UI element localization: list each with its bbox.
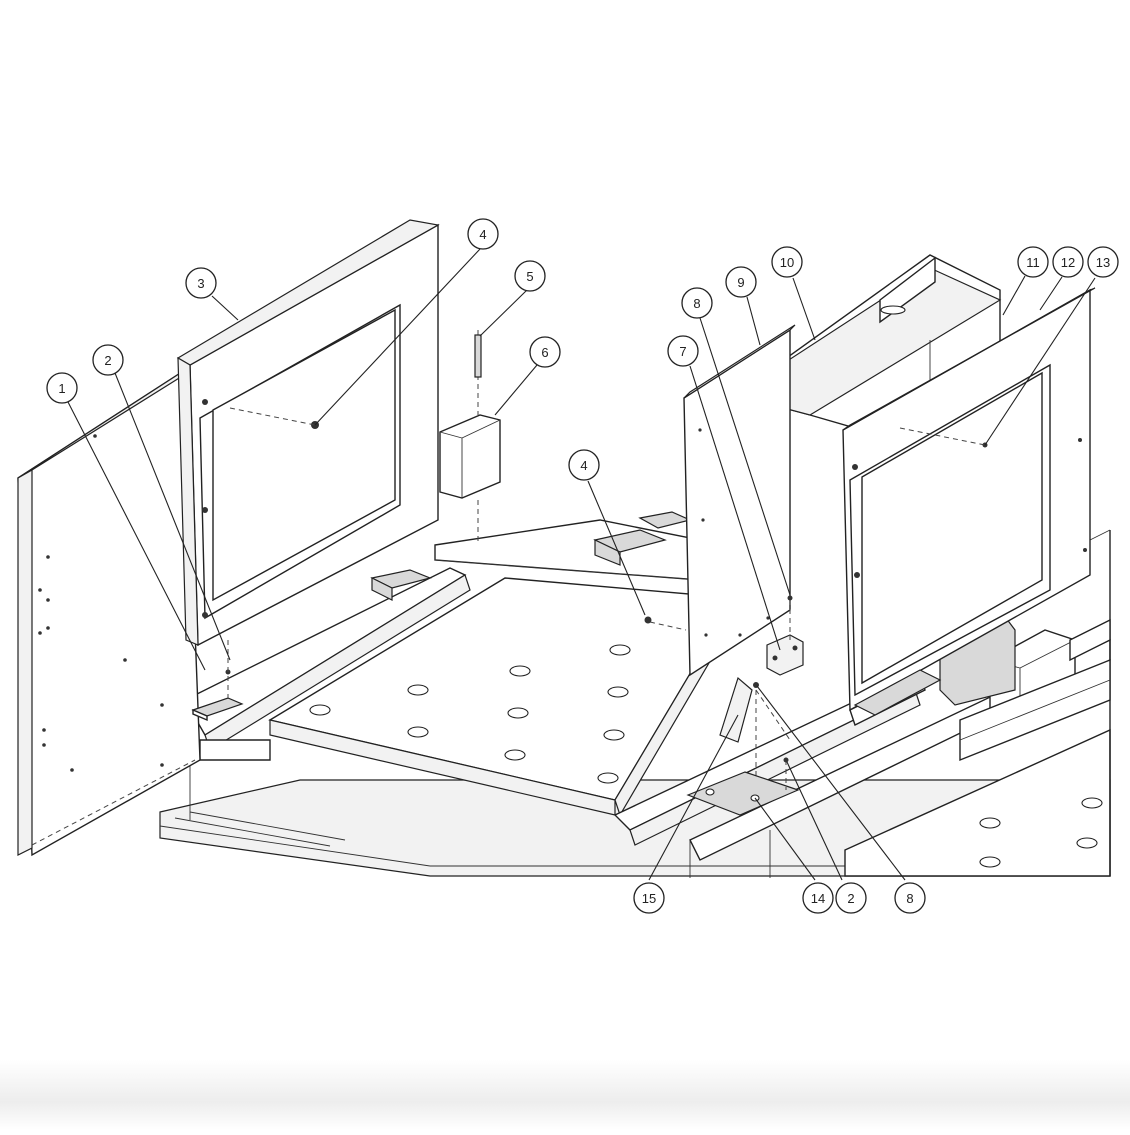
right-floor-plate: [844, 529, 1111, 877]
callout-8-upper: 8: [681, 287, 713, 319]
callout-1: 1: [46, 372, 78, 404]
angle-gusset-15: [719, 676, 791, 780]
callout-2-lower: 2: [835, 882, 867, 914]
callout-13: 13: [1087, 246, 1119, 278]
right-panel-foot: [849, 669, 942, 726]
callout-label: 9: [737, 275, 744, 290]
callout-15: 15: [633, 882, 665, 914]
left-perforated-panel: [176, 219, 440, 647]
callout-label: 13: [1096, 255, 1110, 270]
angle-bracket-7: [766, 595, 804, 676]
callout-5: 5: [514, 260, 546, 292]
support-block: [439, 330, 501, 545]
callout-label: 2: [847, 891, 854, 906]
callout-label: 4: [479, 227, 486, 242]
callout-2: 2: [92, 344, 124, 376]
callout-label: 8: [693, 296, 700, 311]
left-channel: [184, 567, 471, 820]
callout-label: 15: [642, 891, 656, 906]
callout-label: 2: [104, 353, 111, 368]
callout-10: 10: [771, 246, 803, 278]
callout-label: 8: [906, 891, 913, 906]
callout-7: 7: [667, 335, 699, 367]
callout-label: 12: [1061, 255, 1075, 270]
callout-14: 14: [802, 882, 834, 914]
callout-11: 11: [1017, 246, 1049, 278]
callout-label: 3: [197, 276, 204, 291]
callout-6: 6: [529, 336, 561, 368]
callout-4-lower: 4: [568, 449, 600, 481]
callout-label: 1: [58, 381, 65, 396]
callout-9: 9: [725, 266, 757, 298]
base-plate-14: [686, 757, 800, 816]
callout-label: 5: [526, 269, 533, 284]
right-perforated-panel: [842, 287, 1096, 712]
callout-12: 12: [1052, 246, 1084, 278]
threaded-stud: [474, 334, 482, 378]
callout-label: 7: [679, 344, 686, 359]
floor-shadow: [0, 1060, 1130, 1130]
callout-4-upper: 4: [467, 218, 499, 250]
callout-label: 6: [541, 345, 548, 360]
rear-crossbar: [434, 511, 701, 581]
middle-upright-panel: [644, 324, 796, 677]
leader-lines: [67, 248, 1096, 881]
right-rails: [959, 618, 1111, 762]
left-small-bracket: [191, 640, 244, 722]
callout-label: 4: [580, 458, 587, 473]
callout-label: 10: [780, 255, 794, 270]
callout-label: 11: [1026, 255, 1040, 270]
left-end-panel: [17, 364, 201, 857]
callout-label: 14: [811, 891, 825, 906]
callout-8-lower: 8: [894, 882, 926, 914]
callout-3: 3: [185, 267, 217, 299]
